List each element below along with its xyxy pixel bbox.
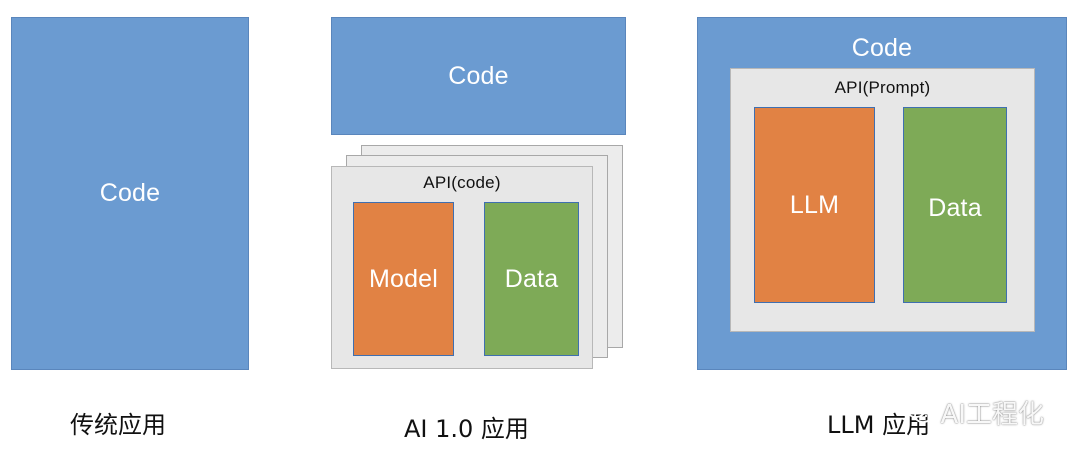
llm-llm-box: LLM: [754, 107, 875, 303]
traditional-code-label: Code: [99, 179, 161, 207]
ai1-model-box: Model: [353, 202, 454, 356]
traditional-code-box: Code: [11, 17, 249, 370]
watermark-text: AI工程化: [940, 400, 1044, 430]
ai1-data-label: Data: [504, 264, 559, 293]
llm-data-box: Data: [903, 107, 1007, 303]
ai1-model-label: Model: [368, 264, 439, 293]
ai1-code-label: Code: [448, 61, 509, 90]
ai1-code-box: Code: [331, 17, 626, 135]
watermark: AI工程化: [905, 394, 1044, 431]
ai1-caption: AI 1.0 应用: [404, 415, 529, 443]
ai1-api-label: API(code): [423, 173, 501, 192]
wechat-icon: [905, 399, 933, 427]
llm-code-label: Code: [851, 34, 913, 62]
llm-llm-label: LLM: [789, 190, 840, 219]
ai1-data-box: Data: [484, 202, 579, 356]
traditional-caption: 传统应用: [70, 411, 166, 439]
llm-data-label: Data: [928, 194, 982, 222]
llm-api-label: API(Prompt): [834, 78, 931, 97]
